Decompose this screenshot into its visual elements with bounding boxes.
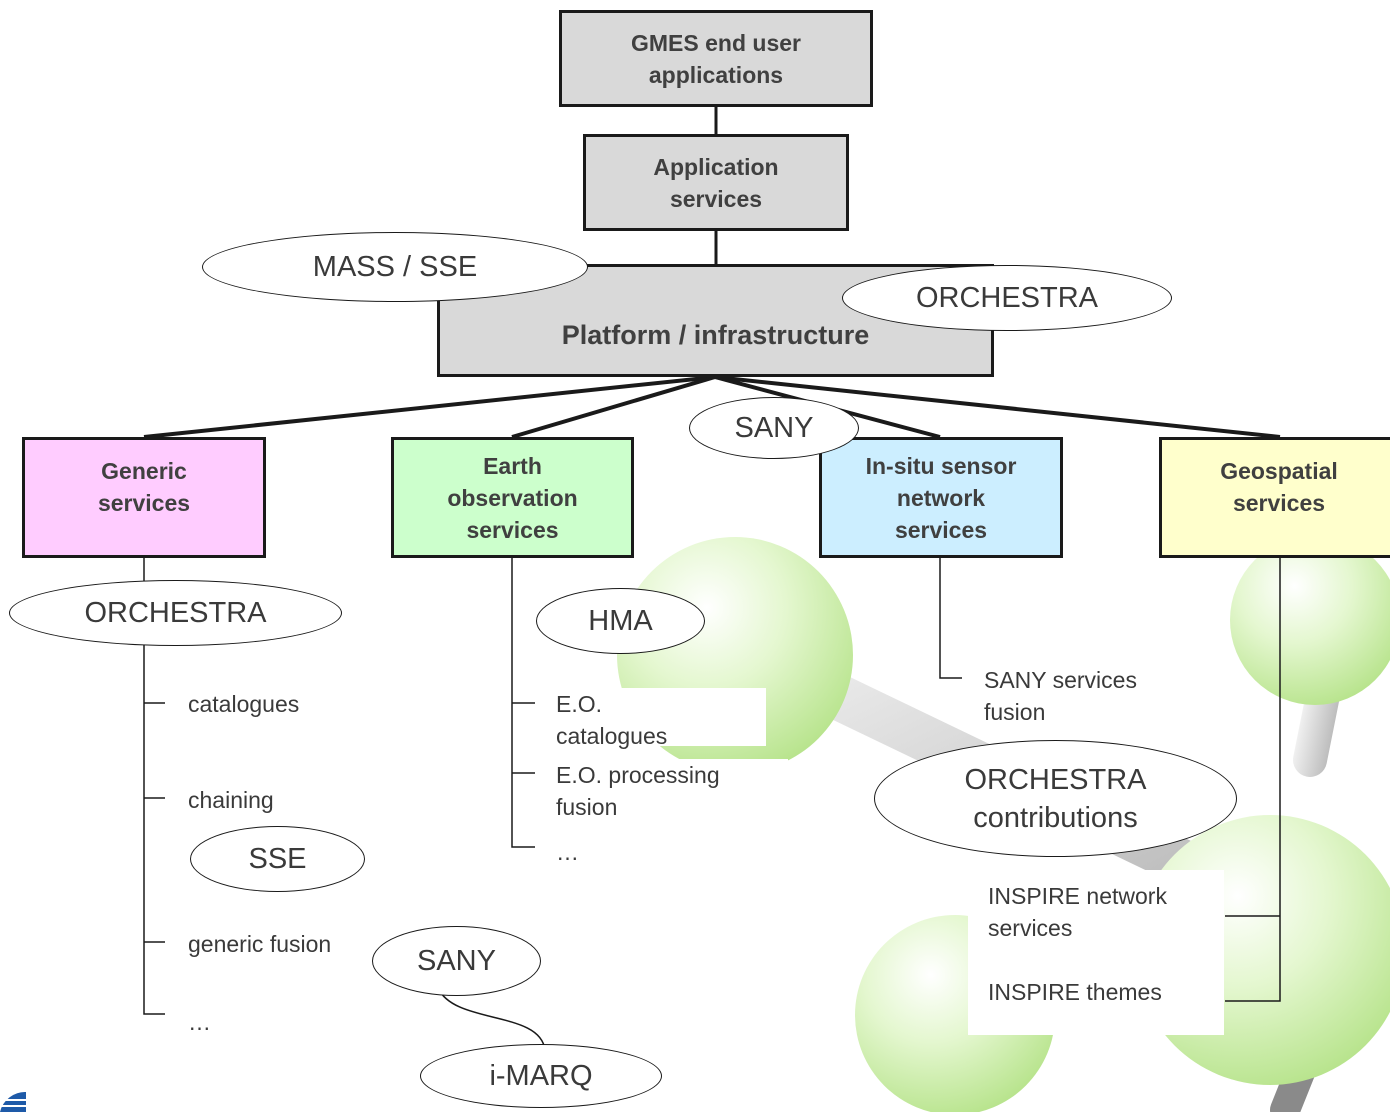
sse-ellipse: SSE [190, 826, 365, 892]
gmes-box: GMES end user applications [559, 10, 873, 107]
orchestra-contributions-label: ORCHESTRA contributions [964, 763, 1147, 834]
tree-line-geospatial [1225, 557, 1281, 1002]
tree-line-insitu [939, 557, 962, 679]
geospatial-services-label: Geospatial services [1220, 457, 1338, 516]
sany-generic-ellipse: SANY [372, 926, 541, 996]
connector [143, 375, 716, 439]
item-sany-services: SANY services fusion [984, 667, 1137, 725]
insitu-sensor-box: In-situ sensor network services [819, 437, 1063, 558]
sany-generic-label: SANY [417, 945, 496, 977]
orchestra-contributions-ellipse: ORCHESTRA contributions [874, 740, 1237, 857]
geospatial-services-box: Geospatial services [1159, 437, 1390, 558]
gmes-box-label: GMES end user applications [631, 29, 801, 88]
item-eo-catalogues: E.O. catalogues [541, 688, 766, 749]
generic-services-label: Generic services [97, 457, 191, 516]
item-generic-fusion: generic fusion [188, 931, 332, 957]
imarq-ellipse: i-MARQ [420, 1044, 662, 1108]
orchestra-top-label: ORCHESTRA [915, 282, 1099, 314]
earth-observation-label: Earth observation services [447, 452, 578, 543]
sany-imarq-link [437, 987, 546, 1051]
generic-services-box: Generic services [22, 437, 266, 558]
inspire-panel [968, 870, 1224, 1035]
platform-label: Platform / infrastructure [561, 319, 870, 350]
application-services-label: Application services [653, 153, 779, 212]
item-catalogues: catalogues [188, 691, 300, 717]
sse-label: SSE [248, 843, 307, 875]
tree-line-generic [143, 640, 165, 1015]
item-inspire-themes: INSPIRE themes [988, 979, 1162, 1005]
item-eo-processing: E.O. processing fusion [541, 759, 788, 823]
application-services-box: Application services [583, 134, 849, 231]
orchestra-generic-label: ORCHESTRA [84, 597, 267, 629]
insitu-sensor-label: In-situ sensor network services [865, 452, 1017, 543]
hma-label: HMA [588, 605, 653, 637]
logo-icon [0, 1092, 26, 1112]
orchestra-top-ellipse: ORCHESTRA [842, 265, 1172, 331]
imarq-label: i-MARQ [489, 1060, 593, 1092]
connector [714, 375, 1281, 439]
tree-line-eo [511, 557, 535, 848]
connector [511, 375, 716, 439]
sany-top-ellipse: SANY [689, 397, 859, 459]
sany-top-label: SANY [734, 412, 814, 444]
item-chaining: chaining [188, 787, 274, 813]
item-generic-ellipsis: … [188, 1009, 211, 1035]
mass-sse-label: MASS / SSE [312, 251, 478, 283]
orchestra-generic-ellipse: ORCHESTRA [9, 580, 342, 646]
hma-ellipse: HMA [536, 588, 705, 654]
molecule-sphere [1230, 535, 1390, 705]
item-eo-ellipsis: … [556, 839, 579, 865]
item-inspire-network: INSPIRE network services [988, 883, 1167, 941]
mass-sse-ellipse: MASS / SSE [202, 232, 588, 302]
earth-observation-box: Earth observation services [391, 437, 634, 558]
